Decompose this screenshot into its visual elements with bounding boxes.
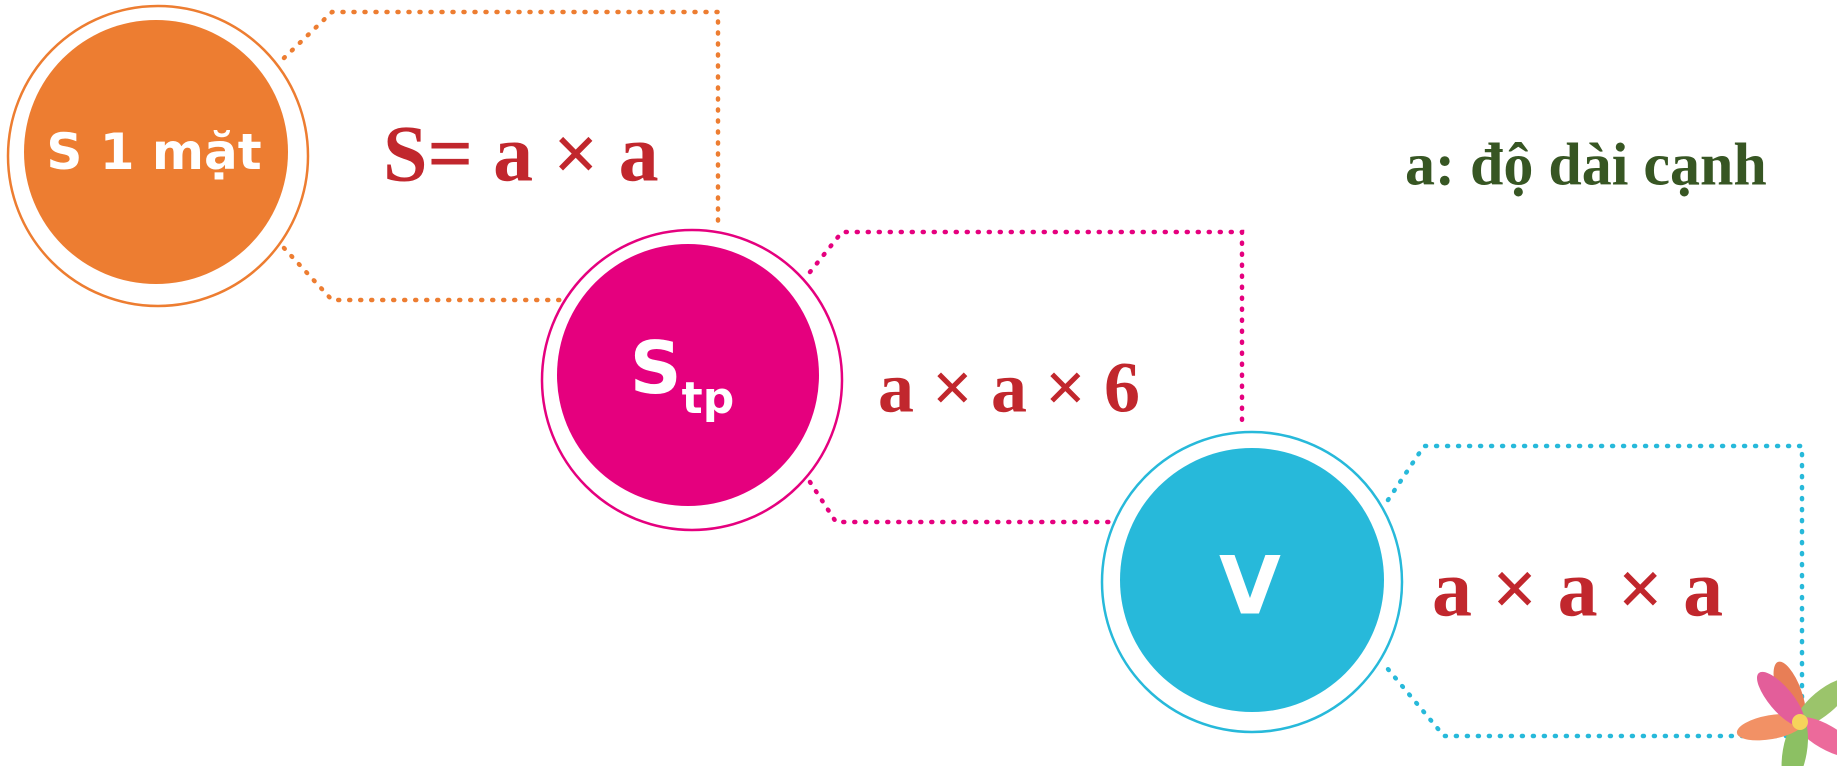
step-label-3: V bbox=[1219, 539, 1281, 633]
flower-icon bbox=[1736, 661, 1837, 766]
callout-frame-3 bbox=[1379, 443, 1805, 739]
callout-frame-2 bbox=[807, 229, 1245, 525]
step-circle-2-fill bbox=[557, 244, 819, 506]
step-circle-1 bbox=[6, 4, 310, 308]
edge-length-note: a: độ dài cạnh bbox=[1405, 131, 1767, 198]
formula-3: a × a × a bbox=[1432, 545, 1724, 634]
step-label-2-sub: tp bbox=[681, 372, 735, 424]
step-circle-1-fill bbox=[24, 20, 288, 284]
step-circle-3-fill bbox=[1120, 448, 1384, 712]
step-circle-2 bbox=[540, 228, 844, 532]
step-label-2-main: S bbox=[629, 326, 682, 411]
step-circle-3 bbox=[1100, 430, 1404, 734]
callout-frame-1 bbox=[281, 9, 721, 303]
formula-1: S= a × a bbox=[383, 110, 659, 199]
step-label-2: Stp bbox=[630, 326, 734, 424]
formula-2: a × a × 6 bbox=[878, 347, 1141, 428]
step-label-1: S 1 mặt bbox=[46, 123, 262, 181]
